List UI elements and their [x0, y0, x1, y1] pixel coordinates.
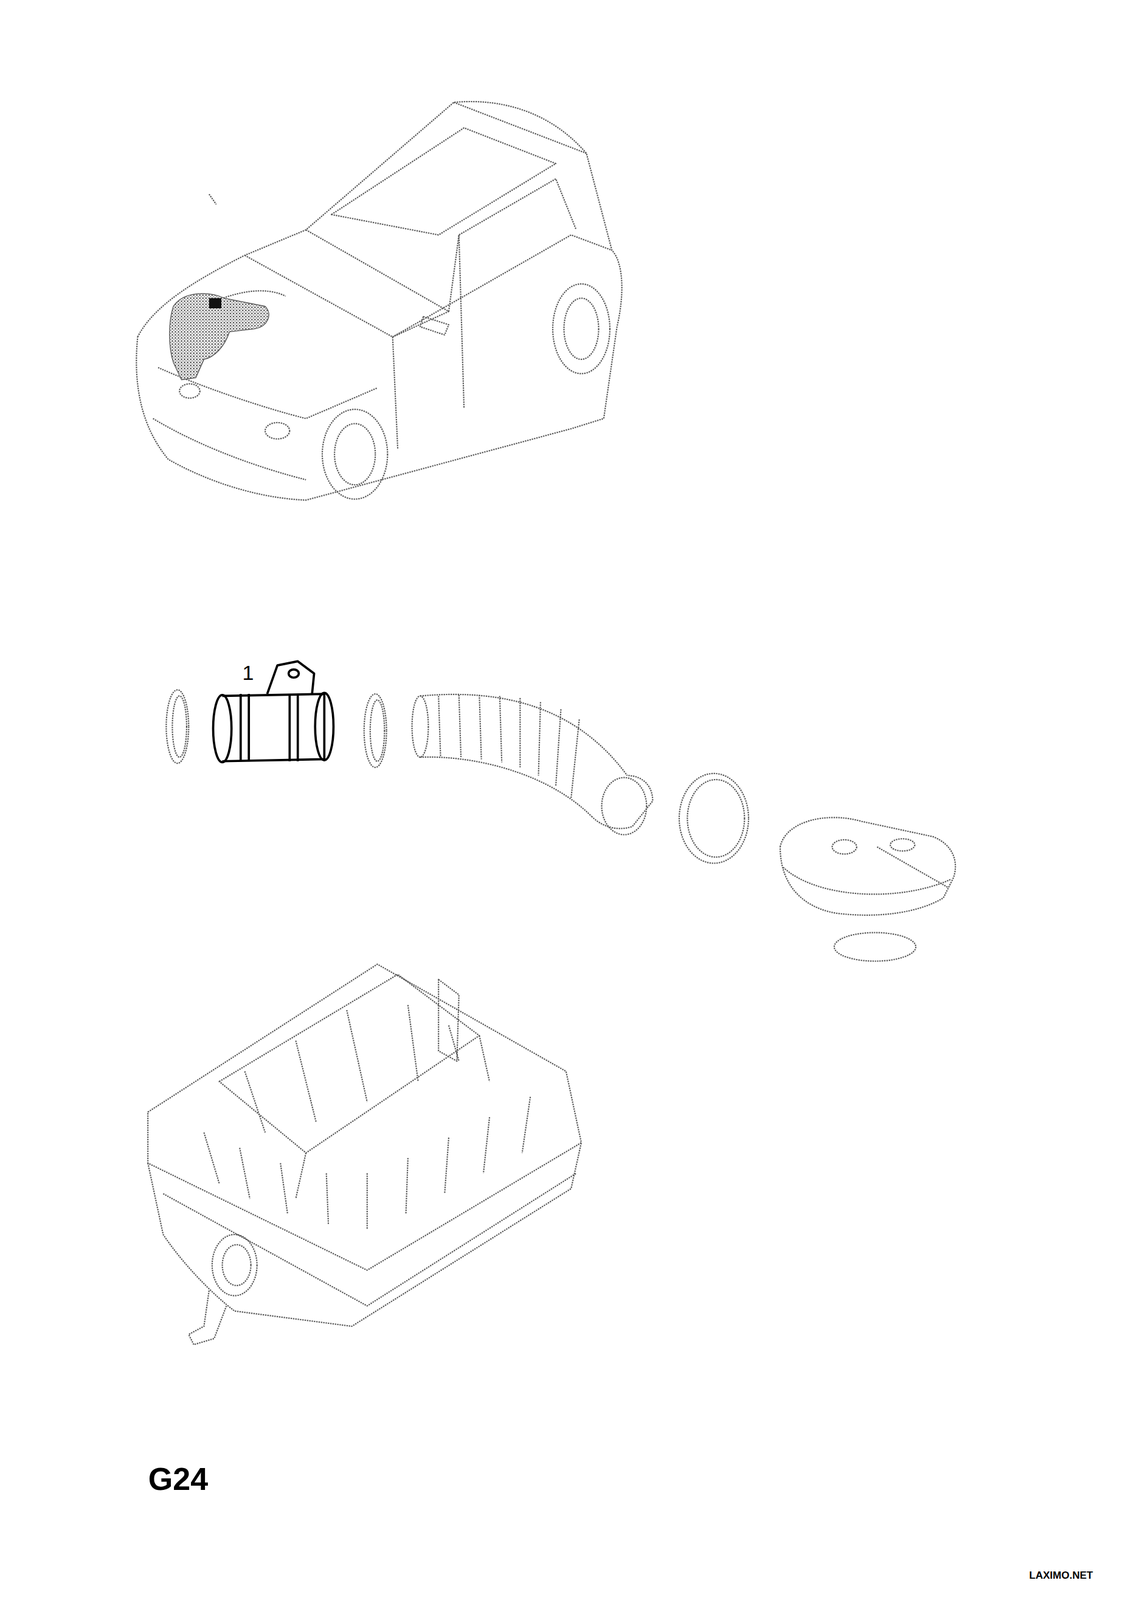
air-filter-housing	[203, 1096, 531, 1230]
air-mass-meter	[314, 692, 334, 761]
air-filter-housing	[222, 1244, 252, 1286]
seal-ring	[166, 689, 189, 764]
seal-ring	[364, 693, 387, 768]
car-outline	[136, 101, 622, 500]
air-mass-meter	[213, 660, 334, 762]
callout-number: 1	[242, 662, 255, 683]
engine-highlight	[169, 293, 269, 381]
o-ring	[834, 932, 916, 962]
engine-highlight	[169, 293, 269, 381]
air-filter-housing	[438, 979, 460, 1062]
intake-hose	[601, 777, 647, 835]
resonator-cover	[876, 847, 948, 888]
car-outline	[245, 234, 613, 337]
air-mass-meter	[288, 669, 300, 678]
car-outline	[153, 418, 307, 480]
car-outline	[179, 383, 201, 398]
air-mass-meter	[240, 693, 298, 762]
resonator-cover	[890, 838, 915, 851]
intake-hose	[412, 695, 429, 758]
resonator-cover	[780, 817, 956, 916]
air-filter-housing	[219, 974, 480, 1153]
hose-clamp	[679, 773, 749, 864]
air-filter-housing	[212, 1234, 258, 1296]
seal-ring	[364, 693, 387, 768]
air-filter-housing	[147, 1142, 582, 1327]
car-outline	[420, 316, 449, 336]
intake-hose	[438, 695, 579, 798]
air-filter-housing	[245, 1005, 460, 1133]
hose-clamp	[679, 773, 749, 864]
resonator-cover	[832, 839, 857, 854]
car-outline	[136, 101, 622, 500]
air-mass-meter	[222, 693, 325, 762]
intake-hose	[420, 757, 592, 817]
air-filter-housing	[188, 1290, 227, 1345]
car-outline	[334, 423, 376, 486]
seal-ring	[166, 689, 189, 764]
air-mass-meter	[266, 660, 314, 694]
seal-ring	[370, 699, 385, 762]
intake-hose	[412, 694, 654, 835]
hose-clamp	[687, 779, 745, 857]
car-outline	[448, 178, 577, 312]
resonator-cover	[780, 817, 956, 916]
page-code: G24	[148, 1463, 208, 1495]
car-outline	[265, 422, 290, 440]
air-filter-housing	[295, 1035, 490, 1199]
car-outline	[331, 127, 556, 235]
engine-highlight	[209, 297, 222, 309]
watermark: LAXIMO.NET	[1029, 1570, 1094, 1581]
car-outline	[322, 409, 388, 500]
car-outline	[392, 336, 398, 449]
air-mass-meter	[213, 695, 232, 763]
car-outline	[552, 283, 610, 374]
car-outline	[563, 297, 599, 360]
intake-hose	[420, 694, 627, 776]
air-filter-housing	[147, 964, 582, 1271]
seal-ring	[172, 695, 187, 758]
car-outline	[453, 102, 587, 154]
car-outline	[305, 229, 449, 337]
car-outline	[209, 193, 217, 205]
car-outline	[459, 234, 464, 409]
resonator-cover	[783, 867, 951, 894]
o-ring	[834, 932, 916, 962]
air-filter-housing	[147, 964, 582, 1346]
air-filter-housing	[162, 1172, 576, 1306]
